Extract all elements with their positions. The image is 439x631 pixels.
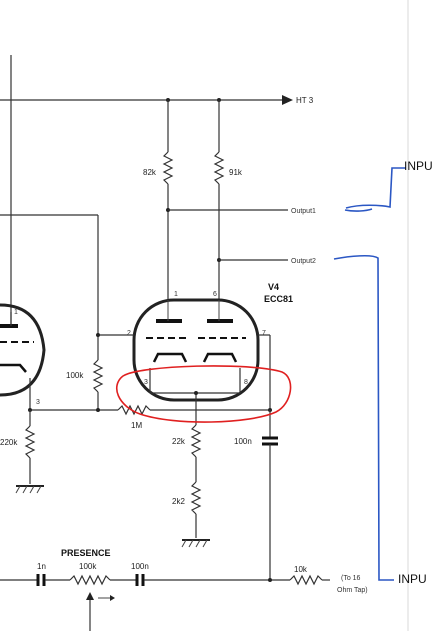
ht-rail: HT 3	[0, 95, 314, 105]
left-pin3-label: 3	[36, 399, 40, 406]
grid-resistor-100k: 100k	[0, 214, 134, 410]
resistor-2k2-label: 2k2	[172, 497, 185, 506]
resistor-91k-label: 91k	[229, 168, 243, 177]
handwritten-input-top: INPU	[404, 159, 433, 173]
ground-symbol-center	[181, 539, 210, 548]
capacitor-100n-presence-label: 100n	[131, 562, 149, 571]
presence-label: PRESENCE	[61, 548, 111, 558]
ht-label: HT 3	[296, 96, 314, 105]
to16-line2: Ohm Tap)	[337, 587, 368, 594]
resistor-1m-label: 1M	[131, 421, 142, 430]
capacitor-1n-label: 1n	[37, 562, 46, 571]
ground-symbol-left	[15, 485, 44, 494]
tube-v4: V4 ECC81 1 6 2 7 3 8	[127, 282, 293, 402]
plate-resistor-82k: 82k	[143, 100, 174, 300]
output1-label: Output1	[291, 208, 316, 215]
resistor-220k-label: 220k	[0, 438, 18, 447]
pot-100k-label: 100k	[79, 562, 97, 571]
to16-line1: (To 16	[341, 575, 361, 582]
resistor-2k2: 2k2	[172, 481, 202, 538]
output2-line: Output2	[217, 258, 316, 265]
resistor-100k-grid-label: 100k	[66, 371, 84, 380]
pin2-label: 2	[127, 330, 131, 337]
pin1-label: 1	[174, 291, 178, 298]
resistor-1m: 1M	[28, 378, 272, 430]
output2-label: Output2	[291, 258, 316, 265]
pin6-label: 6	[213, 291, 217, 298]
output1-line: Output1	[166, 208, 316, 215]
presence-network: PRESENCE 1n 100k 100n 10k (To 16 Ohm Tap…	[0, 548, 368, 631]
resistor-220k: 220k	[0, 410, 36, 484]
resistor-10k-label: 10k	[294, 565, 308, 574]
blue-annotation-output2	[333, 254, 394, 581]
pin3-label: 3	[144, 379, 148, 386]
pin8-label: 8	[244, 379, 248, 386]
tube-type-label: ECC81	[264, 294, 293, 304]
cathode-network	[149, 368, 241, 425]
grid7-wire	[258, 334, 271, 410]
handwritten-input-bottom: INPU	[398, 572, 427, 586]
capacitor-100n-cathode-label: 100n	[234, 437, 252, 446]
resistor-22k: 22k	[172, 424, 202, 482]
capacitor-100n-cathode: 100n	[234, 410, 278, 580]
blue-annotation-output1	[344, 167, 406, 212]
tube-left-partial: 1 3	[0, 303, 46, 406]
resistor-82k-label: 82k	[143, 168, 157, 177]
plate-resistor-91k: 91k	[213, 100, 243, 300]
red-highlight-circle	[116, 365, 292, 423]
resistor-22k-label: 22k	[172, 437, 186, 446]
tube-name-label: V4	[268, 282, 279, 292]
left-pin1-label: 1	[14, 309, 18, 316]
pin7-label: 7	[262, 330, 266, 337]
